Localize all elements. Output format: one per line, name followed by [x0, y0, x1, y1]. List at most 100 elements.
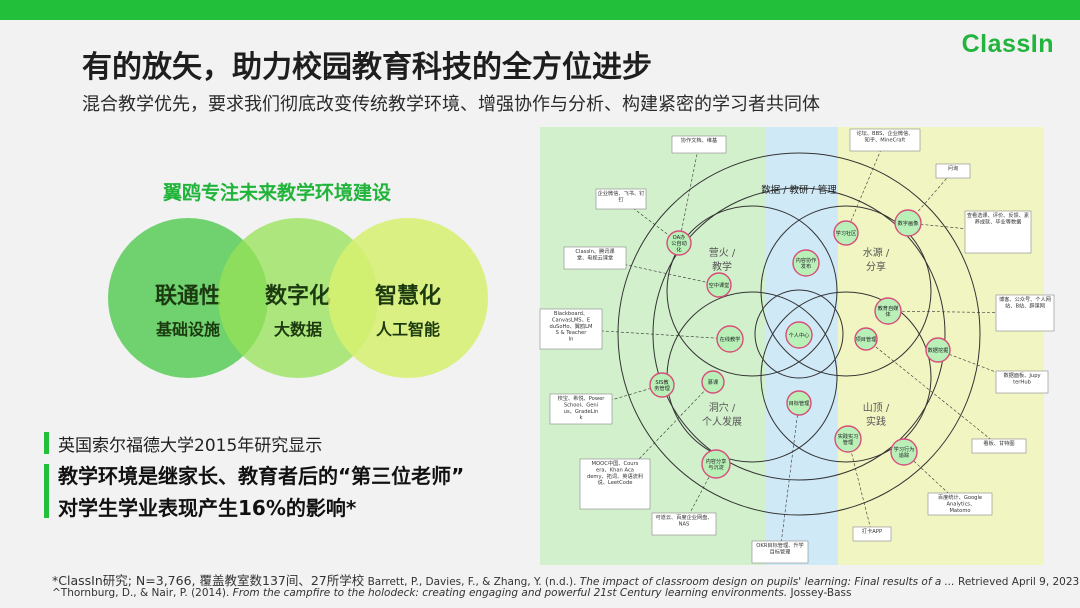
tool-box-frame [849, 128, 921, 152]
function-node-label: 目标管理 [789, 399, 811, 407]
classin-logo: ClassIn [961, 30, 1054, 58]
footnote-2-title: From the campfire to the holodeck: creat… [232, 587, 788, 599]
function-node-circle [925, 337, 951, 363]
inner-ring [754, 289, 844, 379]
tool-box-text: 百度统计、Google Analytics、Matomo [938, 493, 982, 514]
function-node-circle [792, 249, 820, 277]
venn-circle-subtitle: 大数据 [273, 320, 322, 339]
ring-campfire [666, 205, 838, 377]
footnote-2-authors: ^Thornburg, D., & Nair, P. (2014). [52, 587, 233, 599]
footnote-1-authors: Barrett, P., Davies, F., & Zhang, Y. (n.… [364, 576, 580, 588]
venn-diagram: 联通性 基础设施 数字化 大数据 智慧化 人工智能 [100, 218, 488, 382]
function-node-circle [786, 390, 812, 416]
tool-box-frame [579, 458, 651, 510]
tool-box-frame [549, 393, 613, 425]
tool-box-frame [927, 492, 993, 516]
ring-mountain [760, 291, 932, 463]
footnote-1-tail: Retrieved April 9, 2023 [954, 576, 1080, 588]
function-node-circle [833, 220, 859, 246]
function-node-label: 空中课堂 [709, 281, 730, 289]
tool-box: ClassIn、腾讯课堂、电视云课堂 [563, 246, 627, 270]
tool-box: 博客、公众号、个人网站、B站、辟课网 [995, 294, 1055, 332]
function-node-label: 数字画像 [898, 219, 920, 227]
function-node-circle [701, 449, 731, 479]
function-node: 在线教学 [716, 325, 744, 353]
learning-environment-diagram: 数据 / 教研 / 管理 营火 /教学 水源 /分享 洞穴 /个人发展 山顶 /… [539, 127, 1055, 565]
tool-box: 打卡APP [852, 526, 892, 542]
function-node-circle [894, 209, 922, 237]
function-node-label: 个人中心 [789, 331, 810, 339]
tool-box-frame [995, 370, 1049, 394]
connector-line [580, 384, 663, 410]
quadrant-label-mountain: 山顶 /实践 [863, 402, 890, 428]
tool-box-text: 查看选课、评价、反馈、素养成就、毕业等数据 [967, 211, 1029, 225]
tool-box-text: 打卡APP [862, 527, 882, 535]
function-node: 项目管理 [854, 327, 878, 351]
function-node: OA办公自动化 [666, 230, 692, 256]
function-node-label: 实践实习管理 [838, 432, 859, 446]
function-node-label: 教育自媒体 [878, 304, 900, 318]
function-node: 内容分享与沉淀 [701, 449, 731, 479]
connector-line [779, 402, 800, 553]
tool-box-frame [651, 512, 717, 536]
function-node: 慕课 [701, 370, 725, 394]
tool-box-frame [563, 246, 627, 270]
tool-box-frame [964, 210, 1032, 254]
tool-box-text: 企业微信、飞书、钉钉 [598, 189, 645, 203]
footnote-2: ^Thornburg, D., & Nair, P. (2014). From … [52, 587, 852, 599]
venn-circle-subtitle: 基础设施 [155, 320, 220, 339]
function-node-circle [874, 297, 902, 325]
tool-box-text: 可道云、百度企业网盘、NAS [655, 513, 712, 527]
function-node: 教育自媒体 [874, 297, 902, 325]
tool-box: 协作文档、维基 [671, 135, 727, 154]
connector-line [847, 438, 873, 535]
function-node-label: 在线教学 [720, 335, 741, 343]
quadrant-label-watering-hole: 水源 /分享 [863, 246, 890, 273]
connector-line [678, 144, 700, 244]
venn-circle-title: 联通性 [154, 284, 221, 309]
venn-heading: 翼鸥专注未来教学环境建设 [163, 182, 392, 204]
function-node-circle [834, 425, 862, 453]
function-node-label: 学习社区 [836, 229, 857, 237]
outer-ring [617, 152, 981, 516]
footnote-1-main: *ClassIn研究; N=3,766, 覆盖教室数137间、27所学校 [52, 573, 365, 588]
function-node-label: 学习行为追踪 [894, 445, 915, 459]
tool-box-text: 问询 [948, 164, 958, 172]
function-node-label: 项目管理 [856, 335, 878, 343]
tool-box-text: OKR目标管理、升学目标管理 [756, 541, 803, 555]
function-node: 学习行为追踪 [890, 438, 918, 466]
footnote-1-title: The impact of classroom design on pupils… [579, 576, 955, 588]
function-node-label: 内容协作发布 [796, 256, 817, 270]
tool-box: 可道云、百度企业网盘、NAS [651, 512, 717, 536]
connector-line [845, 139, 886, 234]
footnote-1: *ClassIn研究; N=3,766, 覆盖教室数137间、27所学校 Bar… [52, 570, 1079, 589]
function-node-circle [701, 370, 725, 394]
function-node-circle [706, 272, 732, 298]
tool-box: OKR目标管理、升学目标管理 [751, 540, 809, 564]
page-subtitle: 混合教学优先，要求我们彻底改变传统教学环境、增强协作与分析、构建紧密的学习者共同… [82, 94, 820, 115]
accent-bar [44, 432, 49, 454]
tool-box-frame [852, 526, 892, 542]
tool-box: 论坛、BBS、企业微信、知乎、MineCraft [849, 128, 921, 152]
tool-box-frame [995, 294, 1055, 332]
outer-ring-label: 数据 / 教研 / 管理 [761, 184, 837, 196]
function-node-circle [666, 230, 692, 256]
study-finding-line-2: 对学生学业表现产生16%的影响* [58, 496, 357, 520]
function-node-label: 数据挖掘 [928, 346, 949, 354]
tool-box-frame [971, 438, 1027, 454]
venn-circle-intelligence: 智慧化 人工智能 [328, 218, 488, 378]
study-source-text: 英国索尔福德大学2015年研究显示 [58, 436, 323, 456]
function-node-circle [716, 325, 744, 353]
tool-box: 查看选课、评价、反馈、素养成就、毕业等数据 [964, 210, 1032, 254]
connector-line [614, 381, 714, 485]
function-node: SIS教务管理 [649, 372, 675, 398]
function-node-circle [854, 327, 878, 351]
page-title: 有的放矢，助力校园教育科技的全方位进步 [82, 50, 652, 85]
function-node: 实践实习管理 [834, 425, 862, 453]
tool-box-text: ClassIn、腾讯课堂、电视云课堂 [575, 247, 615, 261]
